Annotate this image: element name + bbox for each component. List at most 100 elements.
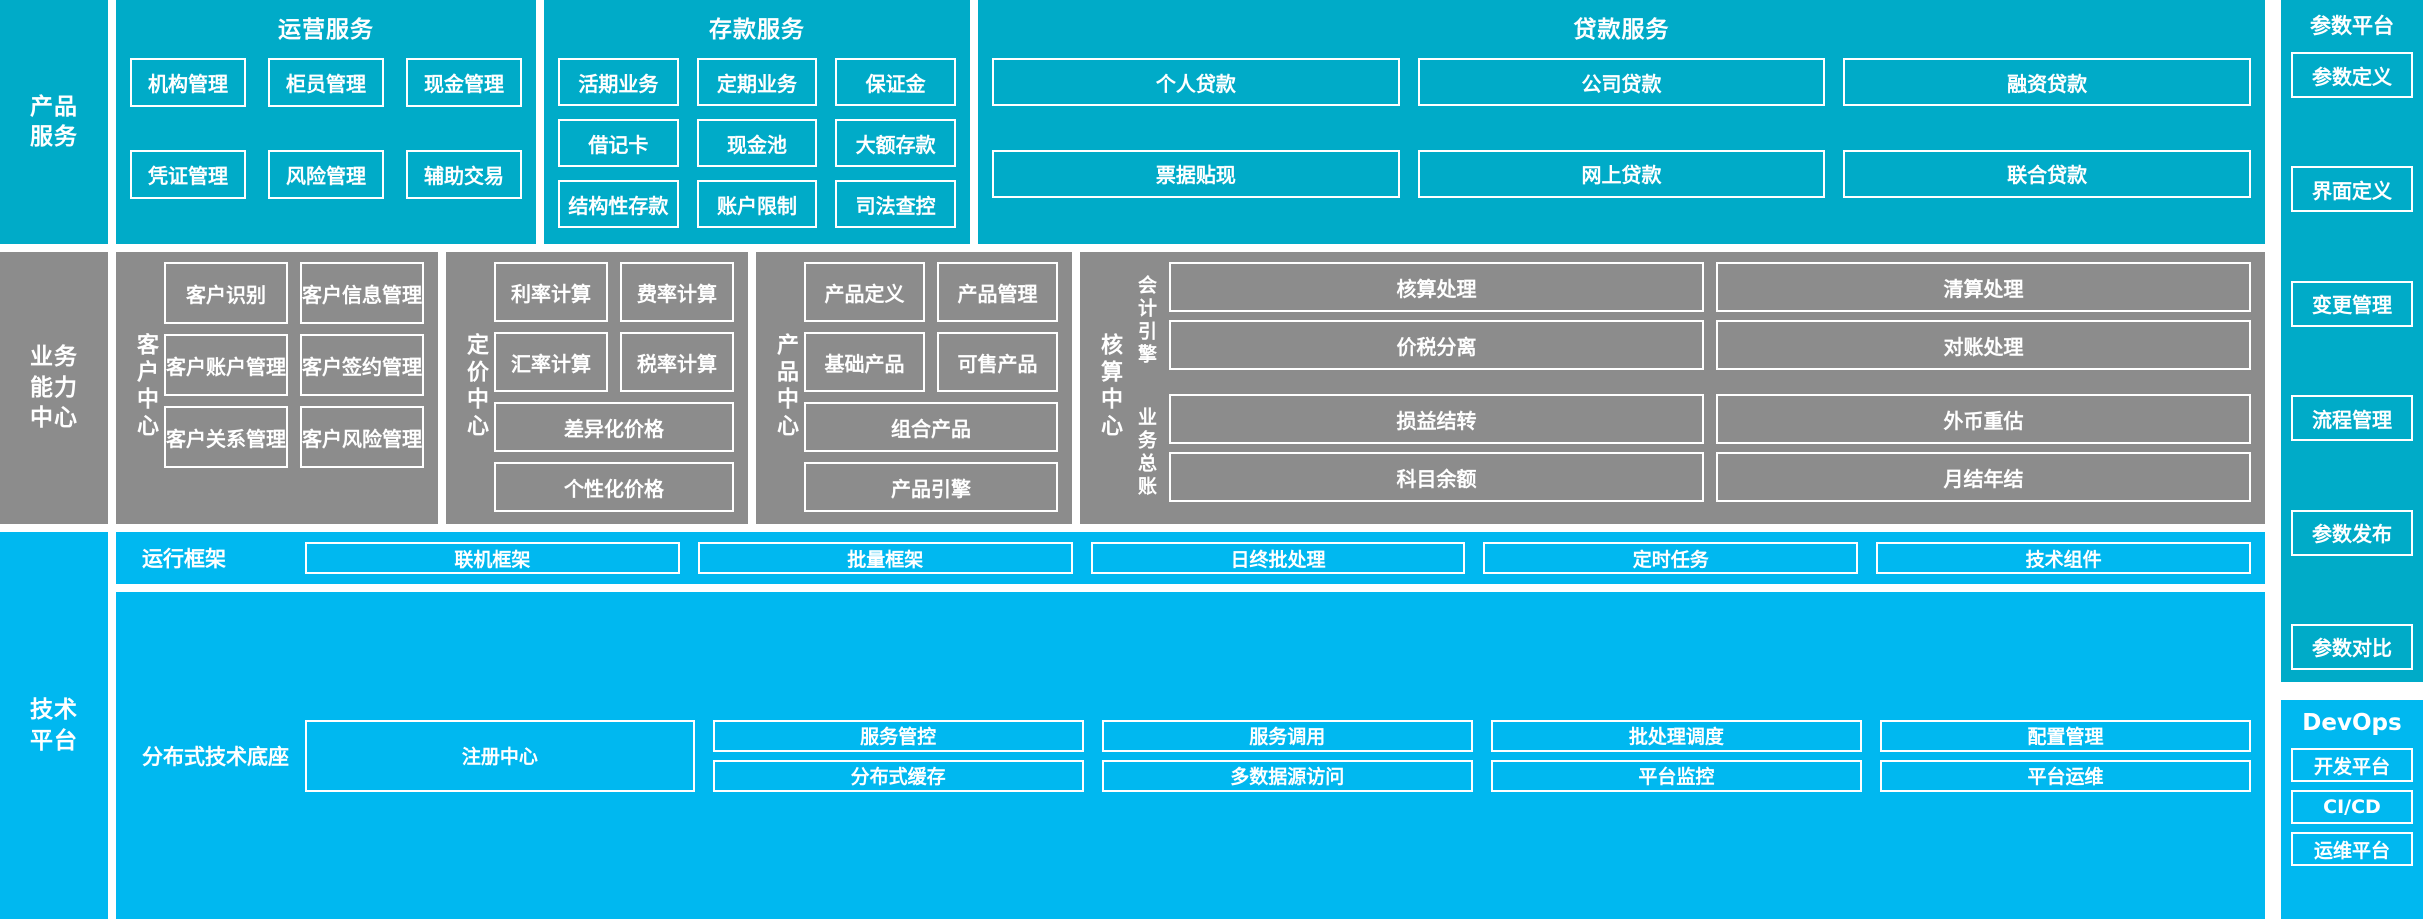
capability-item[interactable]: 税率计算 [620,332,734,392]
parameter-item[interactable]: 变更管理 [2291,280,2413,327]
capability-item[interactable]: 客户识别 [164,262,288,324]
tech-item[interactable]: 平台监控 [1490,759,1862,792]
tech-item[interactable]: 批量框架 [697,542,1073,574]
service-item[interactable]: 辅助交易 [406,150,522,199]
capability-item[interactable]: 基础产品 [804,332,925,392]
center-label-pricing: 定价中心 [463,333,488,441]
capability-item[interactable]: 清算处理 [1716,262,2251,312]
capability-item[interactable]: 外币重估 [1716,394,2251,444]
center-accounting: 核算中心 会计引擎 核算处理 清算处理 价税分离 对账处理 [1080,252,2265,524]
service-item[interactable]: 保证金 [835,58,956,106]
tech-item[interactable]: 分布式缓存 [712,759,1084,792]
rail-devops: DevOps 开发平台 CI/CD 运维平台 [2281,700,2423,919]
service-item[interactable]: 风险管理 [268,150,384,199]
center-pricing: 定价中心 利率计算 费率计算 汇率计算 税率计算 差异化价格 个性化价格 [446,252,748,524]
parameter-item[interactable]: 流程管理 [2291,395,2413,442]
group-title-operation-services: 运营服务 [278,17,374,43]
capability-item[interactable]: 汇率计算 [494,332,608,392]
center-row: 客户识别 客户信息管理 [164,262,424,324]
technical-bands: 运行框架 联机框架 批量框架 日终批处理 定时任务 技术组件 分布式技术底座 注… [116,532,2265,919]
center-label-customer: 客户中心 [133,333,158,441]
rail-items-devops: 开发平台 CI/CD 运维平台 [2291,748,2413,907]
tech-item[interactable]: 定时任务 [1483,542,1859,574]
capability-item[interactable]: 利率计算 [494,262,608,322]
service-item[interactable]: 公司贷款 [1417,58,1826,106]
parameter-item[interactable]: 参数对比 [2291,623,2413,670]
tech-item[interactable]: 联机框架 [305,542,680,574]
tech-item[interactable]: 日终批处理 [1090,542,1466,574]
service-item[interactable]: 结构性存款 [558,180,679,228]
capability-item[interactable]: 客户签约管理 [300,334,424,396]
parameter-item[interactable]: 界面定义 [2291,166,2413,213]
tech-item-registry[interactable]: 注册中心 [305,719,695,792]
layer-label-technical-platform: 技术平台 [0,532,108,919]
devops-item[interactable]: 开发平台 [2291,748,2413,782]
center-row: 核算处理 清算处理 [1169,262,2251,312]
tech-item[interactable]: 多数据源访问 [1101,759,1473,792]
rail-title-parameter-platform: 参数平台 [2310,14,2394,38]
capability-item[interactable]: 价税分离 [1169,320,1704,370]
capability-item[interactable]: 客户关系管理 [164,406,288,468]
band-runtime-framework: 运行框架 联机框架 批量框架 日终批处理 定时任务 技术组件 [116,532,2265,584]
service-item[interactable]: 借记卡 [558,119,679,167]
group-deposit-services: 存款服务 活期业务 定期业务 保证金 借记卡 现金池 大额存款 结构性存款 账户… [544,0,970,244]
capability-item-wide[interactable]: 组合产品 [804,402,1058,452]
group-items-deposit-services: 活期业务 定期业务 保证金 借记卡 现金池 大额存款 结构性存款 账户限制 司法… [558,58,956,228]
subblock-label-general-ledger: 业务总账 [1135,407,1157,499]
capability-item[interactable]: 客户信息管理 [300,262,424,324]
capability-item[interactable]: 产品管理 [937,262,1058,322]
service-item[interactable]: 网上贷款 [1417,149,1826,198]
capability-item[interactable]: 损益结转 [1169,394,1704,444]
capability-item[interactable]: 核算处理 [1169,262,1704,312]
service-item[interactable]: 司法查控 [835,180,956,228]
layer-technical-platform: 技术平台 运行框架 联机框架 批量框架 日终批处理 定时任务 技术组件 分布式技… [0,532,2423,919]
tech-item[interactable]: 平台运维 [1879,759,2251,792]
subblock-accounting-engine: 会计引擎 核算处理 清算处理 价税分离 对账处理 [1128,262,2251,380]
center-label-accounting: 核算中心 [1097,333,1122,441]
parameter-item[interactable]: 参数定义 [2291,52,2413,98]
band-label-runtime-framework: 运行框架 [142,547,226,571]
service-item[interactable]: 机构管理 [130,58,246,107]
center-row: 利率计算 费率计算 [494,262,734,322]
group-loan-services: 贷款服务 个人贷款 公司贷款 融资贷款 票据贴现 网上贷款 联合贷款 [978,0,2265,244]
capability-item-wide[interactable]: 个性化价格 [494,462,734,512]
capability-item[interactable]: 可售产品 [937,332,1058,392]
capability-item[interactable]: 对账处理 [1716,320,2251,370]
capability-item[interactable]: 客户风险管理 [300,406,424,468]
capability-item[interactable]: 科目余额 [1169,452,1704,502]
capability-item-wide[interactable]: 产品引擎 [804,462,1058,512]
tech-item[interactable]: 配置管理 [1879,719,2251,752]
center-row: 客户账户管理 客户签约管理 [164,334,424,396]
tech-item[interactable]: 服务调用 [1101,719,1473,752]
group-title-deposit-services: 存款服务 [709,17,805,43]
capability-item-wide[interactable]: 差异化价格 [494,402,734,452]
tech-item[interactable]: 技术组件 [1876,542,2251,574]
center-product: 产品中心 产品定义 产品管理 基础产品 可售产品 组合产品 产品引擎 [756,252,1072,524]
devops-item[interactable]: 运维平台 [2291,832,2413,866]
service-item[interactable]: 大额存款 [835,119,956,167]
center-row: 科目余额 月结年结 [1169,452,2251,502]
capability-item[interactable]: 月结年结 [1716,452,2251,502]
capability-item[interactable]: 费率计算 [620,262,734,322]
devops-item[interactable]: CI/CD [2291,790,2413,824]
service-item[interactable]: 账户限制 [696,180,818,228]
service-item[interactable]: 活期业务 [558,58,679,106]
service-item[interactable]: 定期业务 [696,58,818,106]
service-item[interactable]: 联合贷款 [1843,149,2251,198]
subblock-general-ledger: 业务总账 损益结转 外币重估 科目余额 月结年结 [1128,394,2251,512]
service-item[interactable]: 个人贷款 [992,58,1400,106]
center-items-customer: 客户识别 客户信息管理 客户账户管理 客户签约管理 客户关系管理 客户风险管理 [164,262,424,512]
capability-item[interactable]: 客户账户管理 [164,334,288,396]
service-item[interactable]: 现金池 [696,119,818,167]
service-item[interactable]: 融资贷款 [1843,58,2251,106]
service-item[interactable]: 凭证管理 [130,150,246,199]
band-items-runtime-framework: 联机框架 批量框架 日终批处理 定时任务 技术组件 [305,542,2251,574]
tech-item[interactable]: 批处理调度 [1490,719,1862,752]
parameter-item[interactable]: 参数发布 [2291,509,2413,556]
service-item[interactable]: 柜员管理 [268,58,384,107]
service-item[interactable]: 现金管理 [406,58,522,107]
service-item[interactable]: 票据贴现 [992,149,1400,198]
tech-item[interactable]: 服务管控 [712,719,1084,752]
capability-item[interactable]: 产品定义 [804,262,925,322]
